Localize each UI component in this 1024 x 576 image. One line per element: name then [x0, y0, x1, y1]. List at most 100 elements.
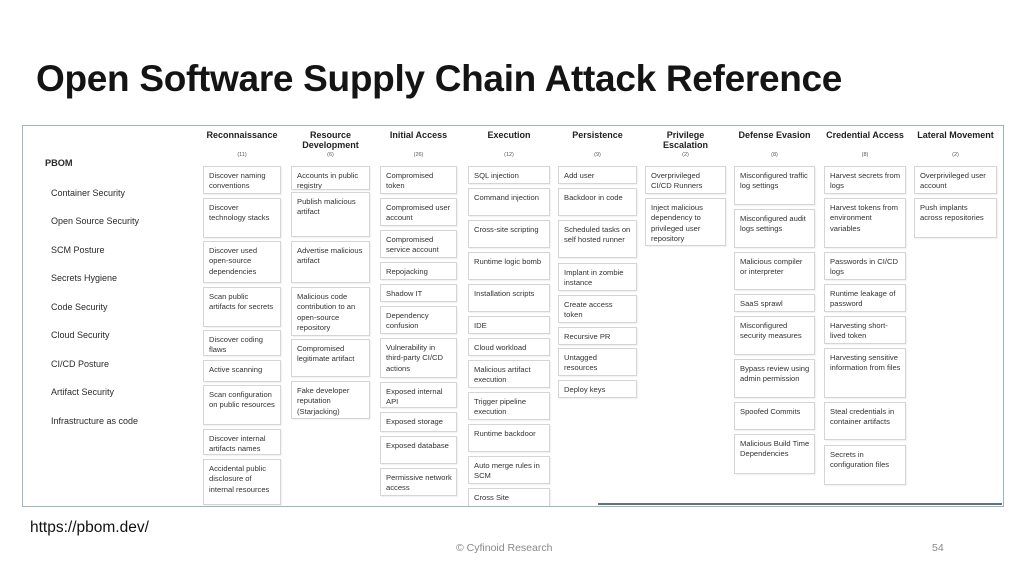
technique-cell[interactable]: Advertise malicious artifact — [291, 241, 370, 283]
technique-cell[interactable]: Misconfigured security measures — [734, 316, 815, 355]
technique-cell[interactable]: Add user — [558, 166, 637, 184]
technique-cell[interactable]: Misconfigured traffic log settings — [734, 166, 815, 205]
technique-cell[interactable]: Dependency confusion — [380, 306, 457, 334]
technique-count: (9) — [594, 152, 601, 158]
tactic-heading: Reconnaissance — [206, 130, 278, 140]
technique-cell[interactable]: Misconfigured audit logs settings — [734, 209, 815, 248]
technique-cell[interactable]: SaaS sprawl — [734, 294, 815, 312]
technique-cell[interactable]: Scan public artifacts for secrets — [203, 287, 281, 327]
technique-cell[interactable]: Exposed database — [380, 436, 457, 464]
technique-cell[interactable]: Accounts in public registry — [291, 166, 370, 190]
technique-cell[interactable]: Malicious compiler or interpreter — [734, 252, 815, 290]
slide-title: Open Software Supply Chain Attack Refere… — [36, 58, 843, 99]
technique-cell[interactable]: Malicious artifact execution — [468, 360, 550, 388]
sidebar-item[interactable]: CI/CD Posture — [51, 359, 110, 369]
technique-cell[interactable]: Exposed internal API — [380, 382, 457, 408]
technique-cell[interactable]: Command injection — [468, 188, 550, 216]
tactic-heading: Defense Evasion — [738, 130, 811, 140]
tactic-heading: Initial Access — [389, 130, 448, 140]
technique-cell[interactable]: Trigger pipeline execution — [468, 392, 550, 420]
technique-cell[interactable]: Scheduled tasks on self hosted runner — [558, 220, 637, 258]
technique-cell[interactable]: Permissive network access — [380, 468, 457, 496]
technique-cell[interactable]: Discover internal artifacts names — [203, 429, 281, 455]
technique-cell[interactable]: Harvesting sensitive information from fi… — [824, 348, 906, 398]
technique-count: (2) — [952, 152, 959, 158]
tactic-heading: Resource Development — [302, 130, 359, 150]
technique-cell[interactable]: Fake developer reputation (Starjacking) — [291, 381, 370, 419]
sidebar-item[interactable]: Code Security — [51, 302, 108, 312]
technique-count: (11) — [237, 152, 247, 158]
technique-cell[interactable]: IDE — [468, 316, 550, 334]
tactic-heading: Privilege Escalation — [662, 130, 709, 150]
source-link[interactable]: https://pbom.dev/ — [30, 519, 149, 536]
sidebar-item[interactable]: Infrastructure as code — [51, 416, 139, 426]
technique-cell[interactable]: Bypass review using admin permission — [734, 359, 815, 398]
technique-cell[interactable]: Inject malicious dependency to privilege… — [645, 198, 726, 246]
tactic-heading: Lateral Movement — [917, 130, 994, 140]
technique-cell[interactable]: Push implants across repositories — [914, 198, 997, 238]
technique-cell[interactable]: Secrets in configuration files — [824, 445, 906, 485]
footer-credit: © Cyfinoid Research — [456, 542, 553, 554]
technique-cell[interactable]: Active scanning — [203, 360, 281, 382]
technique-cell[interactable]: Scan configuration on public resources — [203, 385, 281, 425]
technique-cell[interactable]: Installation scripts — [468, 284, 550, 312]
technique-cell[interactable]: Runtime logic bomb — [468, 252, 550, 280]
technique-cell[interactable]: Repojacking — [380, 262, 457, 280]
technique-cell[interactable]: Implant in zombie instance — [558, 263, 637, 291]
technique-cell[interactable]: Cross-site scripting — [468, 220, 550, 248]
technique-cell[interactable]: Runtime backdoor — [468, 424, 550, 452]
technique-cell[interactable]: Overprivileged CI/CD Runners — [645, 166, 726, 194]
technique-cell[interactable]: Untagged resources — [558, 348, 637, 376]
technique-cell[interactable]: Auto merge rules in SCM — [468, 456, 550, 484]
pbom-heading: PBOM — [45, 158, 73, 168]
technique-cell[interactable]: Harvesting short-lived token — [824, 316, 906, 344]
sidebar-item[interactable]: Secrets Hygiene — [51, 273, 118, 283]
technique-cell[interactable]: Runtime leakage of password — [824, 284, 906, 312]
sidebar-item[interactable]: Artifact Security — [51, 387, 115, 397]
technique-cell[interactable]: Create access token — [558, 295, 637, 323]
technique-cell[interactable]: Recursive PR — [558, 327, 637, 345]
technique-cell[interactable]: Malicious Build Time Dependencies — [734, 434, 815, 474]
technique-cell[interactable]: Exposed storage — [380, 412, 457, 432]
sidebar-item[interactable]: Container Security — [51, 188, 126, 198]
tactic-heading: Credential Access — [826, 130, 904, 140]
technique-cell[interactable]: Shadow IT — [380, 284, 457, 302]
sidebar-item[interactable]: Cloud Security — [51, 330, 110, 340]
technique-cell[interactable]: Steal credentials in container artifacts — [824, 402, 906, 440]
technique-cell[interactable]: Discover coding flaws — [203, 330, 281, 356]
technique-cell[interactable]: Compromised token — [380, 166, 457, 194]
technique-cell[interactable]: Passwords in CI/CD logs — [824, 252, 906, 280]
technique-cell[interactable]: Publish malicious artifact — [291, 192, 370, 237]
technique-cell[interactable]: Accidental public disclosure of internal… — [203, 459, 281, 505]
technique-cell[interactable]: Discover naming conventions — [203, 166, 281, 194]
technique-count: (26) — [413, 152, 424, 158]
technique-cell[interactable]: Cloud workload — [468, 338, 550, 356]
technique-cell[interactable]: Cross Site — [468, 488, 550, 506]
technique-cell[interactable]: Malicious code contribution to an open-s… — [291, 287, 370, 336]
sidebar-item[interactable]: Open Source Security — [51, 216, 140, 226]
technique-cell[interactable]: Compromised user account — [380, 198, 457, 226]
technique-cell[interactable]: Overprivileged user account — [914, 166, 997, 194]
technique-count: (8) — [771, 152, 778, 158]
page-number: 54 — [932, 542, 944, 554]
technique-cell[interactable]: Backdoor in code — [558, 188, 637, 216]
technique-cell[interactable]: Spoofed Commits — [734, 402, 815, 430]
technique-cell[interactable]: Discover technology stacks — [203, 198, 281, 238]
tactic-heading: Persistence — [572, 130, 623, 140]
technique-count: (2) — [682, 152, 689, 158]
technique-cell[interactable]: Harvest tokens from environment variable… — [824, 198, 906, 248]
tactic-heading: Execution — [487, 130, 531, 140]
technique-count: (12) — [504, 152, 514, 158]
sidebar-item[interactable]: SCM Posture — [51, 245, 105, 255]
technique-count: (8) — [861, 152, 869, 158]
technique-count: (6) — [327, 152, 334, 158]
technique-cell[interactable]: Compromised service account — [380, 230, 457, 258]
technique-cell[interactable]: Harvest secrets from logs — [824, 166, 906, 194]
technique-cell[interactable]: Compromised legitimate artifact — [291, 339, 370, 377]
frame-accent-line — [598, 503, 1002, 505]
technique-cell[interactable]: Deploy keys — [558, 380, 637, 398]
technique-cell[interactable]: Vulnerability in third-party CI/CD actio… — [380, 338, 457, 378]
technique-cell[interactable]: SQL injection — [468, 166, 550, 184]
technique-cell[interactable]: Discover used open-source dependencies — [203, 241, 281, 283]
